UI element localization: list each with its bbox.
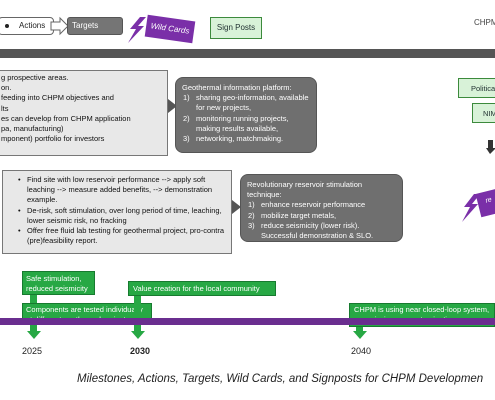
target-box-info-platform: Geothermal information platform: 1)shari… [175, 77, 317, 153]
action-line: feeding into CHPM objectives and [1, 93, 114, 103]
year-2025-label: 2025 [22, 346, 43, 356]
milestone-stem [356, 327, 363, 331]
arrow-down-icon [131, 331, 145, 339]
arrow-right-icon [168, 99, 177, 113]
action-line: on. [1, 83, 12, 93]
action-line: lts [1, 103, 9, 113]
action-bullet: Find site with low reservoir performance… [18, 175, 227, 206]
arrow-down-icon [353, 331, 367, 339]
action-line: pa, manufacturing) [1, 124, 64, 134]
milestone-safe-stimulation: Safe stimulation, reduced seismicity [22, 271, 95, 295]
target-item: 1)enhance reservoir performance [248, 200, 366, 210]
legend-wild-cards-chip: Wild Cards [144, 14, 196, 44]
action-bullet: Offer free fluid lab testing for geother… [18, 226, 227, 246]
arrow-down-icon [27, 331, 41, 339]
legend-wild-cards-label: Wild Cards [150, 21, 191, 36]
legend-actions-label: Actions [19, 21, 46, 30]
legend-targets-chip: Targets [67, 17, 123, 35]
arrow-right-icon [232, 200, 241, 214]
target-item: 2)mobilize target metals, [248, 210, 337, 220]
action-line: mponent) portfolio for investors [1, 134, 105, 144]
action-box-stimulation: Find site with low reservoir performance… [2, 170, 232, 254]
lightning-bolt-icon [462, 194, 480, 222]
legend-sign-posts-chip: Sign Posts [210, 17, 262, 39]
milestone-connector [30, 295, 37, 303]
target-item: 3)networking, matchmaking. [183, 134, 284, 144]
signpost-political: Politica [458, 78, 495, 98]
arrow-down-icon [486, 140, 495, 154]
milestone-stem [30, 325, 37, 331]
target-item: 2)monitoring running projects, making re… [183, 113, 289, 133]
action-box-info-platform: g prospective areas. on. feeding into CH… [0, 70, 168, 156]
legend-sign-posts-label: Sign Posts [216, 23, 256, 32]
header-divider-bar [0, 49, 495, 58]
action-line: es can develop from CHPM application [1, 113, 131, 123]
year-2040-label: 2040 [351, 346, 372, 356]
figure-caption: Milestones, Actions, Targets, Wild Cards… [77, 373, 484, 385]
arrow-right-icon [50, 16, 69, 36]
target-title: Revolutionary reservoir stimulation tech… [247, 180, 363, 200]
action-bullet: De-risk, soft stimulation, over long per… [18, 206, 227, 226]
milestone-stem [134, 296, 141, 331]
target-item: 3)reduce seismicity (lower risk). Succes… [248, 220, 374, 241]
chpm-header-label: CHPM [474, 18, 495, 27]
legend-targets-label: Targets [72, 21, 99, 30]
timeline-bar [0, 318, 495, 325]
action-line: g prospective areas. [1, 73, 69, 82]
target-title: Geothermal information platform: [182, 83, 292, 92]
target-item: 1)sharing geo-information, available for… [183, 93, 309, 113]
year-2030-label: 2030 [130, 346, 151, 356]
target-box-stimulation-technique: Revolutionary reservoir stimulation tech… [240, 174, 403, 242]
signpost-nim: NIM [472, 103, 495, 123]
milestone-value-creation: Value creation for the local community [128, 281, 276, 296]
lightning-bolt-icon [128, 17, 146, 43]
legend-bullet-icon [5, 24, 9, 28]
